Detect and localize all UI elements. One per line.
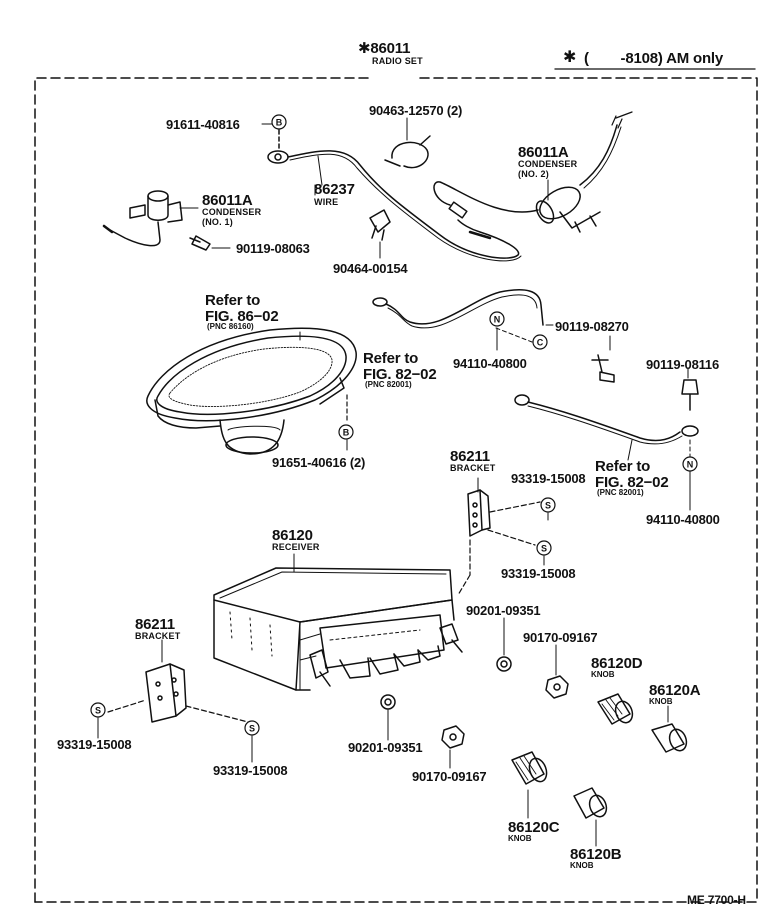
part-91611-40816: 91611-40816 — [166, 117, 240, 132]
condenser-label-no1: CONDENSER — [202, 207, 262, 217]
part-93319-15008-l2: 93319-15008 — [213, 763, 288, 778]
refer-fig-82-02-b-line1: Refer to — [595, 458, 651, 475]
part-86120d: 86120D — [591, 655, 643, 672]
marker-letter: S — [95, 706, 101, 716]
part-90464-00154: 90464-00154 — [333, 261, 408, 276]
knob-86120b — [573, 787, 605, 819]
part-86120b: 86120B — [570, 846, 622, 863]
marker-b-91651 — [338, 424, 354, 440]
receiver-box — [213, 567, 453, 623]
part-90463-12570: 90463-12570 (2) — [369, 103, 463, 118]
figure-code: ME 7700-H — [687, 893, 746, 907]
nut-90170-left — [441, 725, 465, 749]
nut-90170-right — [545, 675, 569, 699]
part-86011a-no1: 86011A — [202, 192, 253, 209]
bracket-86211-left — [145, 663, 177, 723]
part-94110-40800-b: 94110-40800 — [646, 512, 720, 527]
refer-fig-86-02-line2: FIG. 86−02 — [205, 308, 279, 325]
knob-label-c: KNOB — [508, 834, 532, 843]
marker-n-upper — [489, 311, 505, 327]
marker-letter: N — [687, 460, 694, 470]
part-91651-40616: 91651-40616 (2) — [272, 455, 366, 470]
part-93319-15008-l1: 93319-15008 — [57, 737, 132, 752]
refer-fig-82-02-b-line2: FIG. 82−02 — [595, 474, 669, 491]
knob-86120c — [511, 751, 545, 785]
marker-letter: S — [545, 501, 551, 511]
part-93319-15008-r1: 93319-15008 — [511, 471, 586, 486]
part-86120a: 86120A — [649, 682, 701, 699]
part-86211-right: 86211 — [450, 448, 490, 465]
marker-s-r1 — [540, 497, 556, 513]
marker-letter: S — [541, 544, 547, 554]
marker-s-l1 — [90, 702, 106, 718]
knob-86120a — [651, 723, 685, 753]
refer-fig-82-02-a-pnc: (PNC 82001) — [365, 380, 412, 389]
part-90170-09167-right: 90170-09167 — [523, 630, 598, 645]
part-90119-08270: 90119-08270 — [555, 319, 629, 334]
marker-b-91611 — [271, 114, 287, 130]
part-90201-09351-left: 90201-09351 — [348, 740, 423, 755]
part-86120c: 86120C — [508, 819, 560, 836]
applicability-note: ( -8108) AM only — [584, 50, 724, 67]
refer-fig-82-02-a-line1: Refer to — [363, 350, 419, 367]
marker-letter: N — [494, 315, 501, 325]
marker-c — [532, 334, 548, 350]
marker-n-lower — [682, 456, 698, 472]
speaker-body — [146, 327, 357, 422]
part-90119-08116: 90119-08116 — [646, 357, 719, 372]
no2-label: (NO. 2) — [518, 169, 549, 179]
bracket-label-right: BRACKET — [450, 463, 496, 473]
refer-fig-86-02-pnc: (PNC 86160) — [207, 322, 254, 331]
bracket-label-left: BRACKET — [135, 631, 181, 641]
marker-letter: C — [537, 338, 544, 348]
marker-letter: S — [249, 724, 255, 734]
knob-label-a: KNOB — [649, 697, 673, 706]
part-90201-09351-right: 90201-09351 — [466, 603, 541, 618]
part-86237: 86237 — [314, 181, 355, 198]
part-90119-08063: 90119-08063 — [236, 241, 310, 256]
knob-86120d — [597, 693, 631, 725]
part-94110-40800-a: 94110-40800 — [453, 356, 527, 371]
marker-letter: B — [343, 428, 350, 438]
applicability-symbol: ✱ — [563, 49, 577, 66]
part-90170-09167-left: 90170-09167 — [412, 769, 487, 784]
main-part-name: RADIO SET — [372, 56, 423, 66]
knob-label-d: KNOB — [591, 670, 615, 679]
marker-s-l2 — [244, 720, 260, 736]
refer-fig-82-02-a-line2: FIG. 82−02 — [363, 366, 437, 383]
refer-fig-82-02-b-pnc: (PNC 82001) — [597, 488, 644, 497]
refer-fig-86-02-line1: Refer to — [205, 292, 261, 309]
assembly-frame — [34, 77, 371, 903]
nut-90201-right — [496, 656, 512, 672]
condenser-label-no2: CONDENSER — [518, 159, 578, 169]
part-93319-15008-r2: 93319-15008 — [501, 566, 576, 581]
receiver-label: RECEIVER — [272, 542, 320, 552]
part-86011a-no2: 86011A — [518, 144, 569, 161]
main-part-number: ✱86011 — [358, 40, 411, 57]
wire-label: WIRE — [314, 197, 339, 207]
no1-label: (NO. 1) — [202, 217, 233, 227]
assembly-frame-right — [34, 77, 758, 903]
part-86211-left: 86211 — [135, 616, 175, 633]
marker-letter: B — [276, 118, 283, 128]
nut-90201-left — [380, 694, 396, 710]
part-86120: 86120 — [272, 527, 313, 544]
marker-s-r2 — [536, 540, 552, 556]
knob-label-b: KNOB — [570, 861, 594, 870]
